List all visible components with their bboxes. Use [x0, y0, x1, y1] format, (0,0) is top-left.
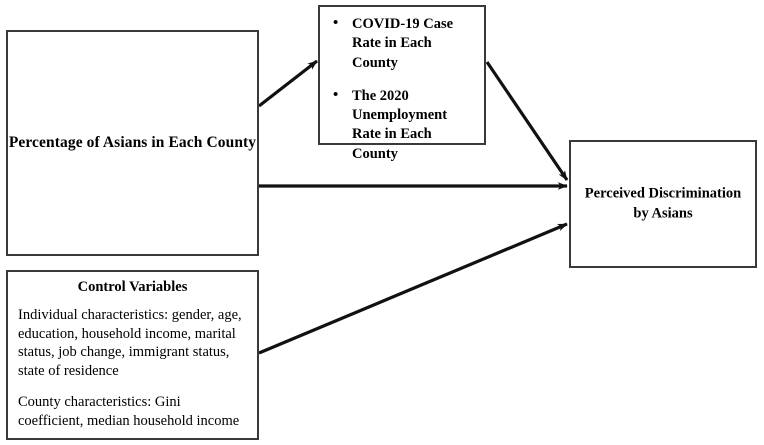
arrow-controls-to-outcome — [258, 222, 568, 355]
control-variables-title: Control Variables — [77, 279, 188, 295]
arrow-predictor-to-mediators — [258, 59, 318, 108]
bullet-icon: • — [333, 15, 339, 31]
node-mediators[interactable]: • COVID-19 Case Rate in Each County • Th… — [318, 5, 486, 162]
node-predictor[interactable]: Percentage of Asians in Each County — [6, 30, 259, 256]
bullet-icon: • — [333, 86, 339, 103]
mediator-item-label: The 2020 Unemployment Rate in Each Count… — [352, 87, 448, 162]
node-control-variables[interactable]: Control Variables Individual characteris… — [6, 270, 259, 440]
mediator-item-label: COVID-19 Case Rate in Each County — [352, 16, 454, 71]
list-item: • COVID-19 Case Rate in Each County — [326, 15, 478, 73]
node-predictor-label: Percentage of Asians in Each County — [8, 134, 257, 151]
list-item: • The 2020 Unemployment Rate in Each Cou… — [326, 87, 478, 164]
node-outcome[interactable]: Perceived Discrimination by Asians — [569, 140, 757, 268]
arrow-mediators-to-outcome — [485, 61, 569, 181]
node-outcome-label: Perceived Discrimination by Asians — [584, 185, 742, 221]
mediator-list: • COVID-19 Case Rate in Each County • Th… — [326, 15, 478, 164]
control-variables-individual: Individual characteristics: gender, age,… — [18, 307, 242, 379]
control-variables-county: County characteristics: Gini coefficient… — [18, 394, 240, 429]
